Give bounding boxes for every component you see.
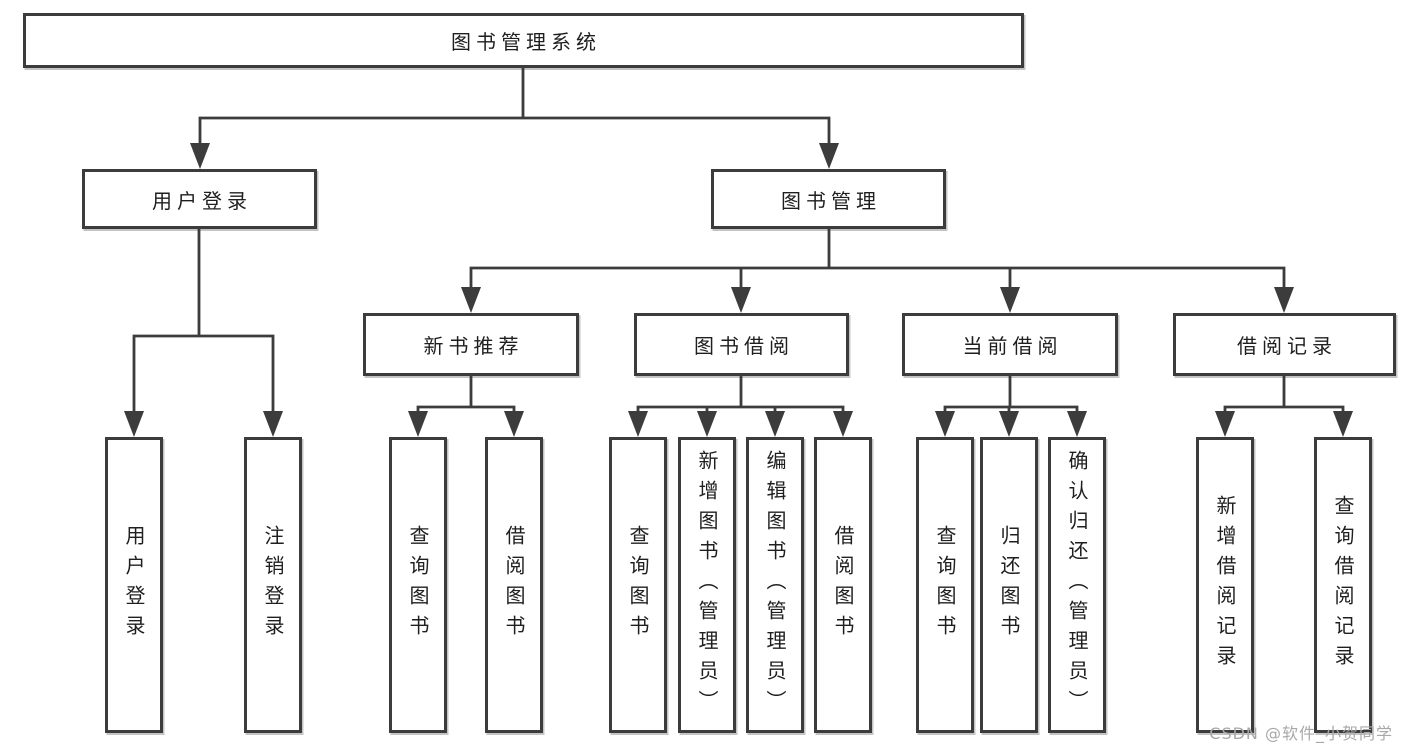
leaf-query-books-current: 查询图书 — [916, 437, 974, 733]
node-borrow-records-label: 借阅记录 — [1237, 334, 1337, 358]
leaf-logout-label: 注销登录 — [261, 525, 285, 645]
leaf-add-borrow-record: 新增借阅记录 — [1196, 437, 1254, 733]
arrowhead-down-icon — [819, 143, 839, 169]
connector-root-to-level2 — [198, 66, 831, 148]
leaf-user-login: 用户登录 — [105, 437, 163, 733]
leaf-add-book-admin: 新增图书（管理员） — [678, 437, 736, 733]
leaf-borrow-books: 借阅图书 — [814, 437, 872, 733]
leaf-add-borrow-record-label: 新增借阅记录 — [1213, 495, 1237, 675]
leaf-query-books-current-label: 查询图书 — [933, 525, 957, 645]
leaf-query-books-borrow: 查询图书 — [609, 437, 667, 733]
leaf-confirm-return-admin-label: 确认归还（管理员） — [1065, 450, 1089, 720]
leaf-user-login-label: 用户登录 — [122, 525, 146, 645]
node-book-borrow: 图书借阅 — [634, 313, 849, 376]
leaf-confirm-return-admin: 确认归还（管理员） — [1048, 437, 1106, 733]
arrowhead-down-icon — [1067, 411, 1087, 437]
arrowhead-down-icon — [1215, 411, 1235, 437]
arrowhead-down-icon — [1333, 411, 1353, 437]
leaf-query-books-borrow-label: 查询图书 — [626, 525, 650, 645]
connector-borrow-records-children — [1223, 374, 1345, 416]
arrowhead-down-icon — [1000, 287, 1020, 313]
arrowhead-down-icon — [190, 143, 210, 169]
arrowhead-down-icon — [408, 411, 428, 437]
leaf-query-borrow-record-label: 查询借阅记录 — [1331, 495, 1355, 675]
node-root: 图书管理系统 — [23, 13, 1024, 68]
leaf-borrow-books-label: 借阅图书 — [831, 525, 855, 645]
node-book-management: 图书管理 — [711, 169, 946, 229]
leaf-return-book: 归还图书 — [980, 437, 1038, 733]
connector-user-login-children — [132, 227, 275, 416]
connector-new-book-children — [416, 374, 516, 416]
connector-book-management-children — [469, 227, 1286, 292]
leaf-query-borrow-record: 查询借阅记录 — [1314, 437, 1372, 733]
leaf-query-books-recommend-label: 查询图书 — [406, 525, 430, 645]
connector-book-borrow-children — [636, 374, 845, 416]
arrowhead-down-icon — [935, 411, 955, 437]
arrowhead-down-icon — [124, 411, 144, 437]
node-user-login: 用户登录 — [82, 169, 317, 229]
node-user-login-label: 用户登录 — [152, 188, 252, 213]
node-current-borrow-label: 当前借阅 — [962, 334, 1063, 358]
leaf-edit-book-admin: 编辑图书（管理员） — [746, 437, 804, 733]
leaf-add-book-admin-label: 新增图书（管理员） — [695, 450, 719, 720]
leaf-query-books-recommend: 查询图书 — [389, 437, 447, 733]
arrowhead-down-icon — [731, 287, 751, 313]
node-new-book-recommend-label: 新书推荐 — [423, 334, 524, 358]
arrowheads — [124, 143, 1353, 437]
leaf-return-book-label: 归还图书 — [997, 525, 1021, 645]
node-current-borrow: 当前借阅 — [902, 313, 1118, 376]
node-book-borrow-label: 图书借阅 — [694, 334, 794, 358]
arrowhead-down-icon — [461, 287, 481, 313]
arrowhead-down-icon — [1274, 287, 1294, 313]
leaf-logout: 注销登录 — [244, 437, 302, 733]
node-borrow-records: 借阅记录 — [1173, 313, 1396, 376]
node-book-management-label: 图书管理 — [781, 188, 881, 213]
arrowhead-down-icon — [628, 411, 648, 437]
arrowhead-down-icon — [833, 411, 853, 437]
leaf-borrow-books-recommend: 借阅图书 — [485, 437, 543, 733]
arrowhead-down-icon — [999, 411, 1019, 437]
node-root-label: 图书管理系统 — [451, 30, 601, 54]
leaf-edit-book-admin-label: 编辑图书（管理员） — [763, 450, 787, 720]
node-new-book-recommend: 新书推荐 — [363, 313, 579, 376]
arrowhead-down-icon — [504, 411, 524, 437]
leaf-borrow-books-recommend-label: 借阅图书 — [502, 525, 526, 645]
watermark-text: CSDN @软件_小贺同学 — [1209, 724, 1393, 743]
connector-current-borrow-children — [943, 374, 1079, 416]
arrowhead-down-icon — [697, 411, 717, 437]
arrowhead-down-icon — [263, 411, 283, 437]
arrowhead-down-icon — [765, 411, 785, 437]
